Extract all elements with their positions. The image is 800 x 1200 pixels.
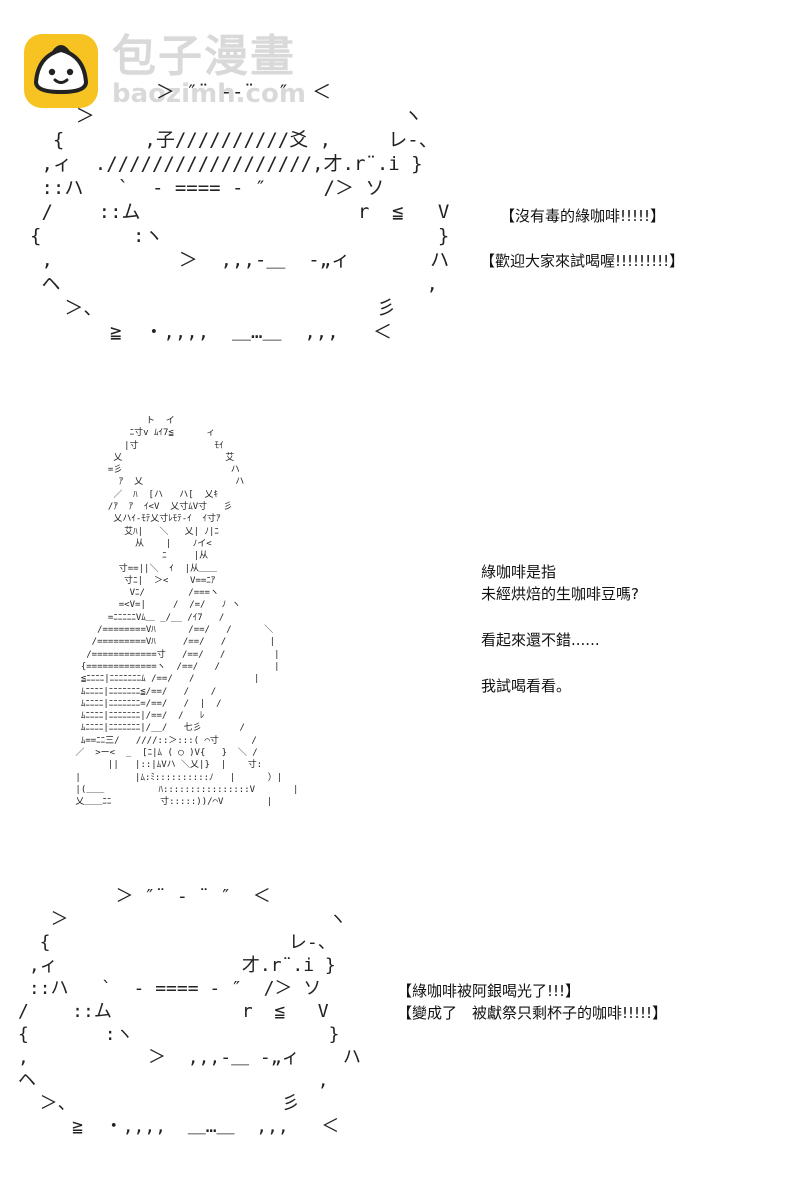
caption-line: 【歡迎大家來試喝喔!!!!!!!!!】 [480, 252, 685, 270]
logo-domain: baozimh.com [112, 79, 306, 109]
site-logo: 包子漫畫 baozimh.com [24, 34, 306, 108]
bun-icon [24, 34, 98, 108]
speech-line: 我試喝看看。 [481, 677, 572, 695]
caption-line: 【變成了 被獻祭只剩杯子的咖啡!!!!!】 [397, 1004, 668, 1022]
ascii-art-gintoki: ト イ ﾆ寸v ﾑｲ7≦ ィ |寸 ﾓｲ 乂 艾 =彡 ハ ｱ 乂 ハ ／ ﾊ … [75, 416, 299, 808]
ascii-art-coffee-cup: ＞ ″¨ ‐-¨ ″ ＜ ＞ ヽ { ,子//////////爻 , レ-、 ,… [30, 81, 450, 343]
caption-welcome: 【歡迎大家來試喝喔!!!!!!!!!】 [480, 250, 684, 272]
ascii-art-empty-cup: ＞ ″¨ ‐ ¨ ″ ＜ ＞ ヽ { レ-、 ,ィ 才.r¨.i } ::ハ `… [18, 886, 361, 1137]
caption-line: 【綠咖啡被阿銀喝光了!!!】 [397, 982, 581, 1000]
caption-line: 【沒有毒的綠咖啡!!!!!】 [500, 207, 666, 225]
speech-gintoki: 綠咖啡是指 未經烘焙的生咖啡豆嗎? 看起來還不錯...... 我試喝看看。 [481, 561, 639, 697]
speech-line: 看起來還不錯...... [481, 631, 600, 649]
logo-name: 包子漫畫 [112, 31, 296, 82]
caption-no-poison: 【沒有毒的綠咖啡!!!!!】 [500, 205, 665, 227]
speech-line: 未經烘焙的生咖啡豆嗎? [481, 585, 639, 603]
speech-line: 綠咖啡是指 [481, 563, 557, 581]
caption-ending: 【綠咖啡被阿銀喝光了!!!】 【變成了 被獻祭只剩杯子的咖啡!!!!!】 [397, 980, 667, 1024]
